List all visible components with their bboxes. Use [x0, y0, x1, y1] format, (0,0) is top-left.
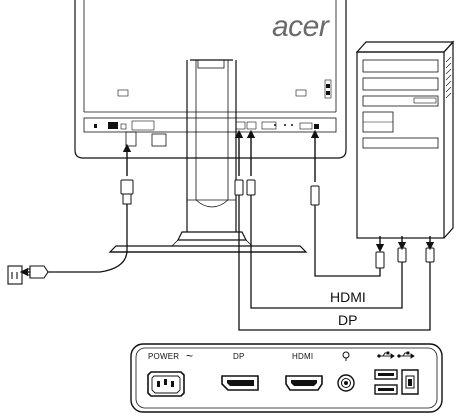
cables: [48, 195, 431, 331]
pc-tower: [355, 40, 455, 239]
wall-outlet: [7, 265, 23, 285]
connection-arrows: [19, 129, 435, 277]
usb-icon: [377, 351, 395, 359]
hdmi-port-label: HDMI: [292, 352, 313, 361]
dp-port: [221, 375, 259, 391]
power-cord: [48, 204, 128, 273]
io-panel: POWER ~ DP HDMI: [130, 343, 443, 413]
aux-cable: [314, 205, 381, 277]
headphone-icon: [342, 351, 350, 361]
usb-ports: [374, 369, 398, 395]
dp-cable: [238, 195, 431, 331]
cable-plugs: [120, 179, 435, 269]
monitor-stand: [108, 59, 308, 253]
power-socket: [147, 371, 185, 397]
dp-cable-label: DP: [338, 312, 357, 328]
power-port-label: POWER: [148, 352, 179, 361]
dp-port-label: DP: [233, 352, 245, 361]
hdmi-cable-label: HDMI: [330, 289, 366, 305]
usb-b-port: [401, 369, 419, 395]
hdmi-port: [285, 375, 323, 391]
usb-icon: [397, 351, 415, 359]
audio-jack: [337, 374, 355, 392]
hdmi-cable: [250, 195, 403, 309]
power-plug: [28, 265, 49, 279]
ac-symbol: ~: [186, 349, 193, 363]
monitor: [74, 0, 347, 159]
brand-logo: acer: [272, 10, 330, 43]
